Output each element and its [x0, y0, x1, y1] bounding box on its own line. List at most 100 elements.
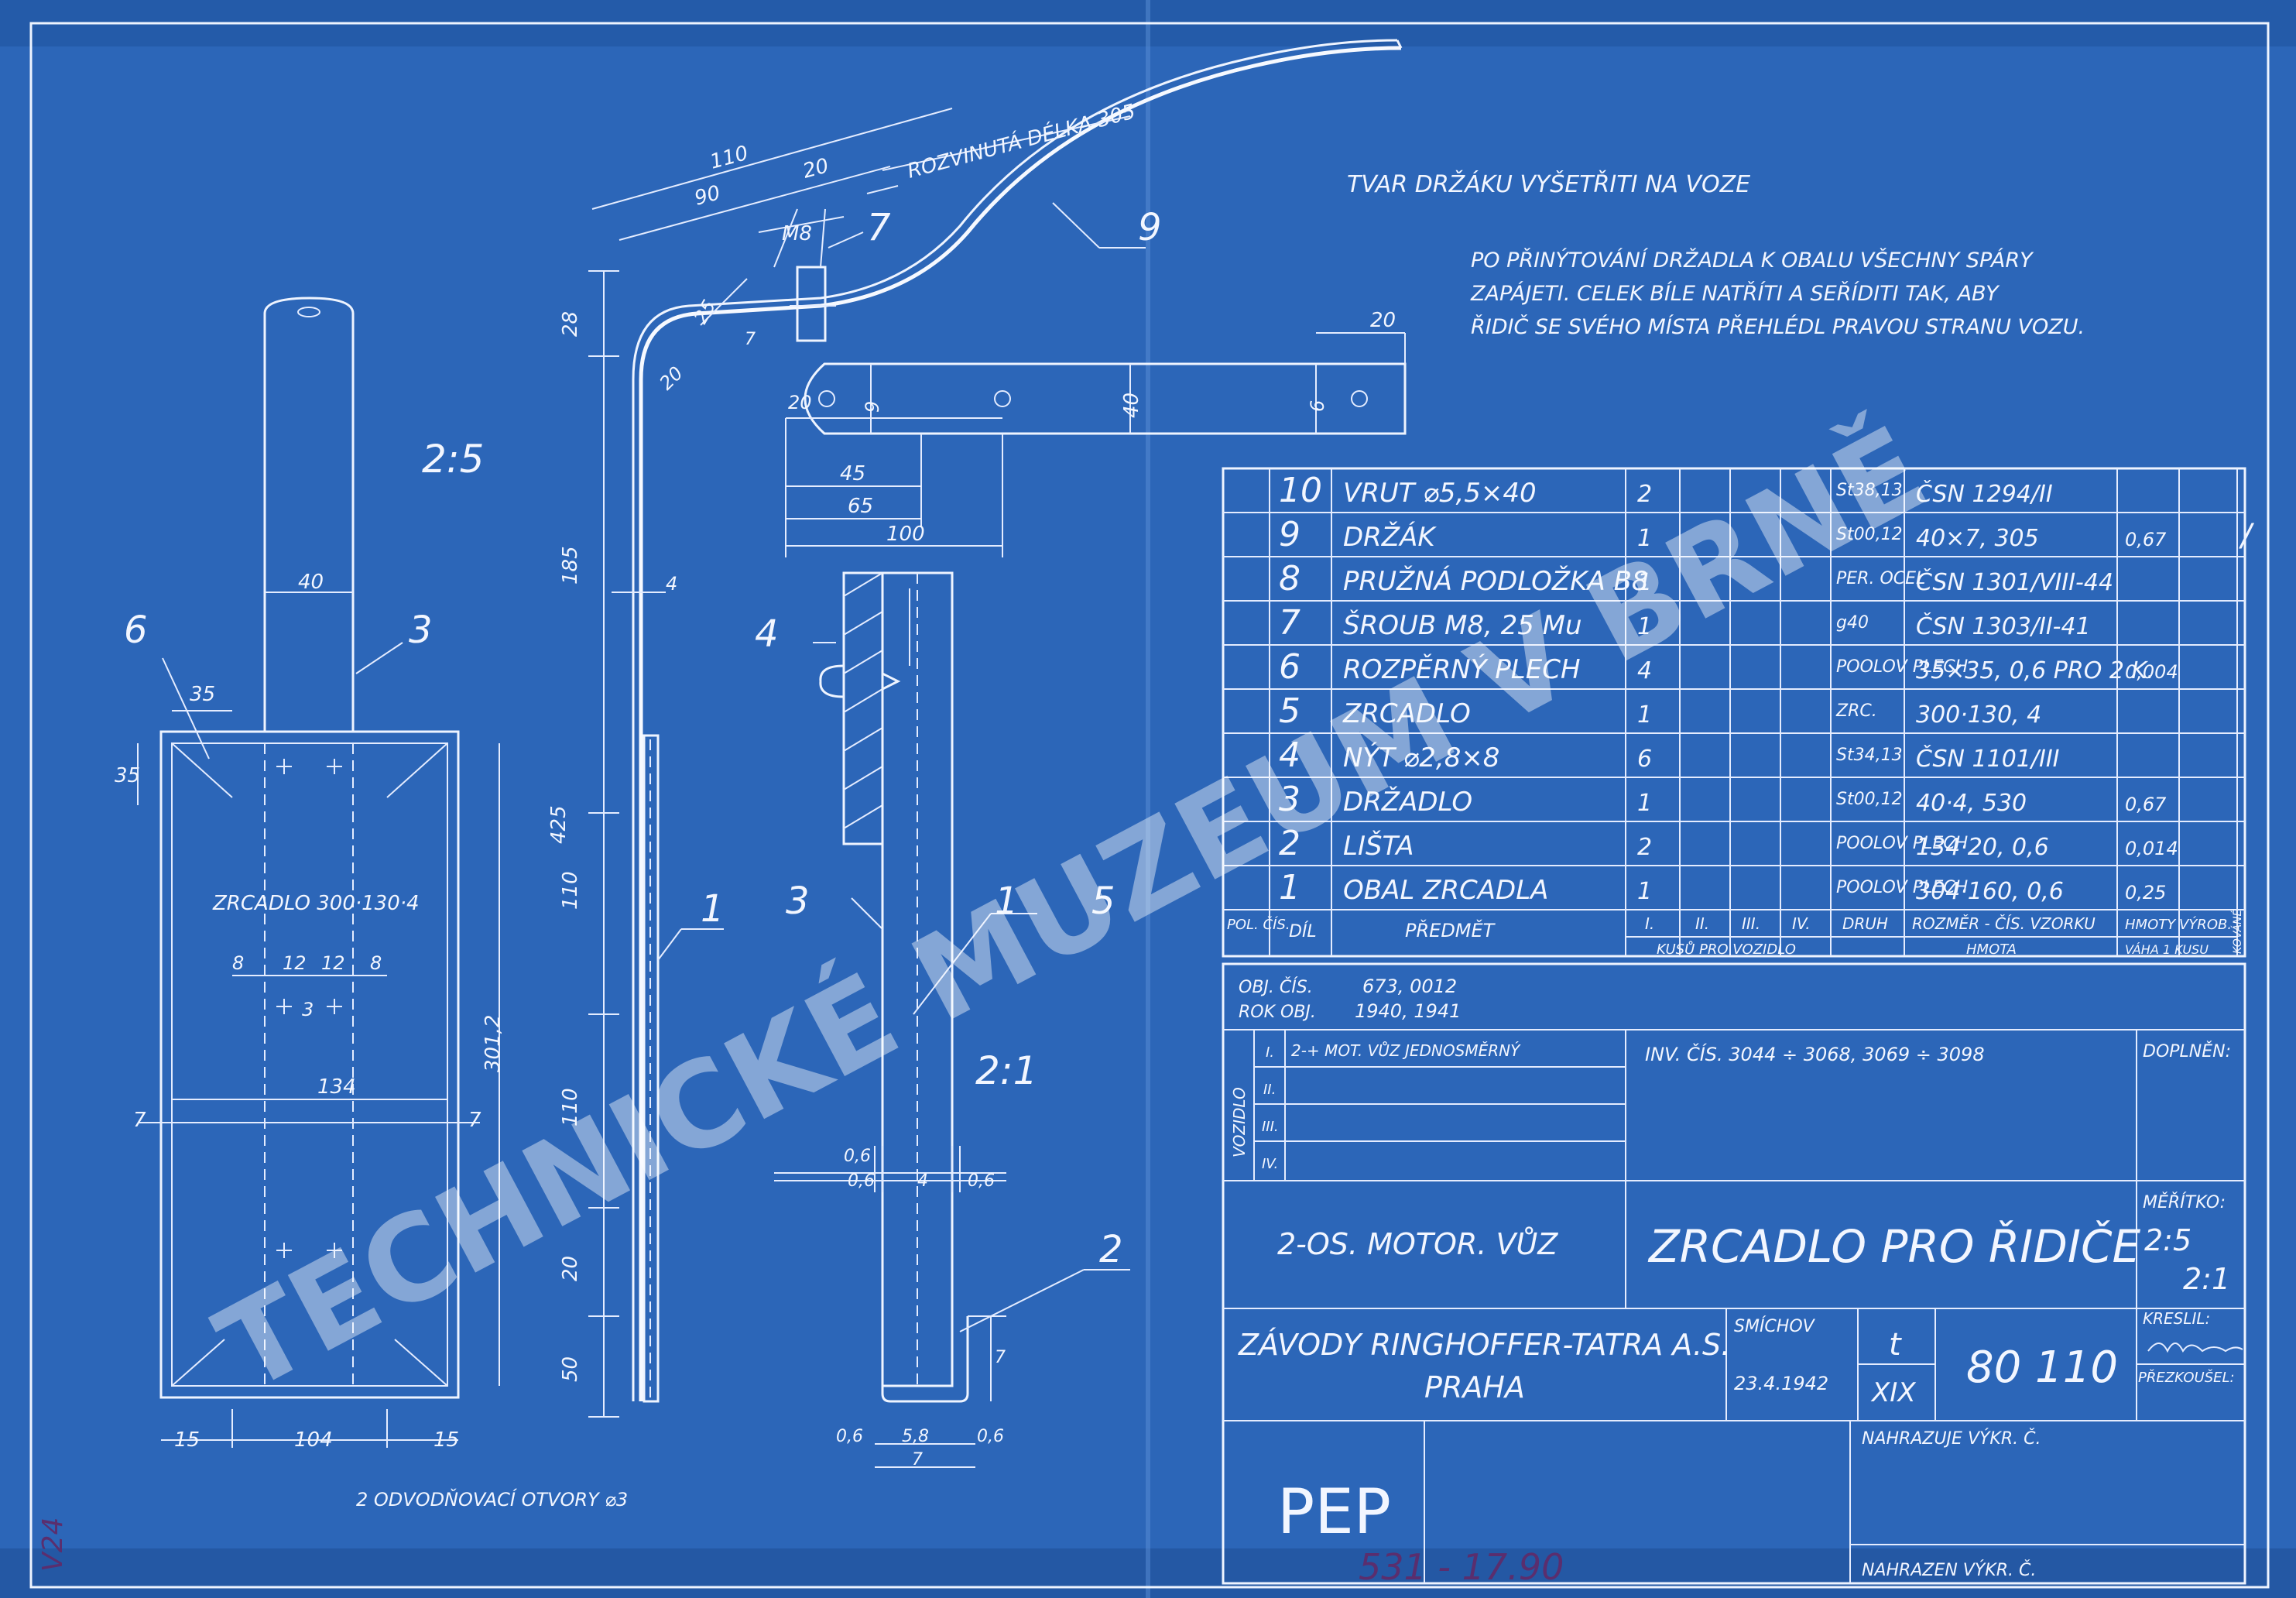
vozidlo-row-4: IV. — [1262, 1156, 1278, 1172]
nahrazuje: NAHRAZUJE VÝKR. Č. — [1862, 1428, 2041, 1449]
notes: TVAR DRŽÁKU VYŠETŘITI NA VOZE PO PŘINÝTO… — [1347, 170, 2085, 339]
row-material: PER. OCEL — [1836, 569, 1925, 588]
vozidlo-1-value: 2-+ MOT. VŮZ JEDNOSMĚRNÝ — [1291, 1041, 1521, 1060]
row-qty: 2 — [1637, 834, 1652, 861]
doplnen: DOPLNĚN: — [2143, 1041, 2231, 1061]
row-material: St00,12 — [1836, 525, 1903, 544]
dim-7-right: 7 — [468, 1109, 481, 1132]
dim-28: 28 — [559, 311, 582, 337]
dim-301-2: 301,2 — [481, 1015, 505, 1072]
dim-sec-0-6c: 0,6 — [968, 1171, 995, 1191]
drawing-number: 80 110 — [1966, 1343, 2118, 1393]
scale-1: 2:5 — [2144, 1223, 2191, 1257]
callout-6: 6 — [124, 609, 148, 652]
side-mirror-strip — [643, 734, 660, 1403]
class-t: t — [1889, 1327, 1902, 1363]
row-extra: / — [2239, 518, 2255, 554]
dim-50: 50 — [559, 1356, 582, 1382]
dim-20-side: 20 — [559, 1256, 582, 1281]
dim-flat-40: 40 — [1120, 393, 1143, 418]
hdr-hmoty: HMOTY — [2125, 917, 2177, 933]
row-pos: 2 — [1279, 824, 1300, 863]
row-name: ŠROUB M8, 25 Mu — [1343, 609, 1582, 641]
rok-value: 1940, 1941 — [1355, 1000, 1461, 1022]
class-xix: XIX — [1870, 1377, 1916, 1408]
row-weight: 0,014 — [2125, 838, 2178, 859]
mirror-housing-inner — [171, 742, 448, 1387]
row-weight: 0,67 — [2125, 794, 2167, 815]
date: 23.4.1942 — [1734, 1373, 1828, 1394]
parts-table — [1222, 467, 2246, 958]
dim-sec-0-6e: 0,6 — [977, 1427, 1004, 1446]
callout-7: 7 — [867, 206, 891, 249]
bolt — [796, 266, 827, 342]
parts-table-header: POL. ČÍS. DÍL PŘEDMĚT I. II. III. IV. DR… — [1227, 909, 2244, 958]
obj-value: 673, 0012 — [1362, 976, 1457, 997]
section-view: 2:1 4 3 1 5 2 0,6 0,6 4 0,6 0,6 5,8 0,6 … — [755, 571, 1130, 1469]
flat-bracket-view: 20 9 40 6 20 45 65 100 — [785, 309, 1407, 557]
kreslil-label: KRESLIL: — [2143, 1309, 2210, 1328]
row-qty: 1 — [1637, 525, 1652, 552]
row-size: ČSN 1303/II-41 — [1916, 612, 2091, 640]
dim-sec-7: 7 — [912, 1450, 923, 1469]
mirror-size-label: ZRCADLO 300·130·4 — [212, 892, 420, 915]
row-qty: 4 — [1637, 657, 1652, 684]
callout-3-section: 3 — [786, 880, 810, 923]
callout-9: 9 — [1138, 206, 1162, 249]
dim-12b: 12 — [321, 952, 345, 974]
dim-sec-5-8: 5,8 — [902, 1427, 929, 1446]
row-name: VRUT ⌀5,5×40 — [1343, 478, 1537, 509]
hdr-c3: III. — [1742, 914, 1760, 933]
row-weight: 0,25 — [2125, 882, 2166, 904]
dim-35-v: 35 — [115, 764, 140, 787]
section-channel — [881, 1316, 969, 1403]
bracket-profile — [639, 46, 1402, 1401]
row-name: DRŽÁK — [1343, 521, 1437, 553]
dim-8b: 8 — [370, 952, 382, 974]
hdr-hmota: HMOTA — [1966, 941, 2017, 958]
scale-2: 2:1 — [2183, 1262, 2230, 1296]
dim-sec-7-v: 7 — [995, 1348, 1006, 1367]
sheet-border — [29, 22, 2270, 1589]
vozidlo-row-1: I. — [1266, 1044, 1274, 1061]
dim-3: 3 — [302, 999, 314, 1020]
note-line-1: PO PŘINÝTOVÁNÍ DRŽADLA K OBALU VŠECHNY S… — [1471, 248, 2034, 273]
dim-110-lower: 110 — [559, 1088, 582, 1126]
row-pos: 10 — [1279, 471, 1322, 510]
mirror-housing-outer — [159, 730, 460, 1399]
hdr-predmet: PŘEDMĚT — [1405, 919, 1496, 941]
handle-hole — [297, 307, 320, 317]
pencil-number: 531 - 17.90 — [1359, 1546, 1564, 1588]
note-line-3: ŘIDIČ SE SVÉHO MÍSTA PŘEHLÉDL PRAVOU STR… — [1471, 314, 2085, 339]
row-size: ČSN 1101/III — [1916, 744, 2060, 773]
row-size: 35×35, 0,6 PRO 2 K. — [1916, 657, 2154, 684]
row-pos: 8 — [1279, 559, 1300, 598]
dim-110-upper: 110 — [559, 871, 582, 910]
row-material: St38,13 — [1836, 481, 1903, 500]
row-qty: 6 — [1637, 746, 1652, 773]
hdr-c2: II. — [1695, 914, 1709, 933]
dim-35-h: 35 — [190, 683, 215, 706]
row-pos: 7 — [1279, 603, 1300, 643]
hdr-c4: IV. — [1792, 914, 1811, 933]
dim-sec-0-6d: 0,6 — [836, 1427, 863, 1446]
scale-front-label: 2:5 — [422, 437, 484, 482]
dim-sec-4: 4 — [917, 1171, 928, 1191]
row-material: St34,13 — [1836, 746, 1903, 765]
dim-12a: 12 — [283, 952, 307, 974]
hdr-pos: POL. ČÍS. — [1227, 916, 1290, 933]
dim-7-left: 7 — [133, 1109, 146, 1132]
dim-sec-0-6a: 0,6 — [844, 1147, 871, 1166]
prezkousel-label: PŘEZKOUŠEL: — [2138, 1369, 2235, 1386]
obj-label: OBJ. ČÍS. — [1239, 977, 1313, 997]
dim-flat-65: 65 — [848, 495, 873, 518]
handle-outline — [263, 297, 355, 732]
vozidlo-label: VOZIDLO — [1230, 1087, 1249, 1157]
dim-185: 185 — [559, 546, 582, 585]
hdr-kovane: KOVÁNÉ — [2231, 909, 2244, 954]
pep-stamp: PEP — [1277, 1476, 1391, 1548]
row-qty: 2 — [1637, 481, 1652, 508]
company-name: ZÁVODY RINGHOFFER-TATRA A.S. — [1238, 1328, 1730, 1362]
dim-flat-45: 45 — [840, 462, 865, 485]
